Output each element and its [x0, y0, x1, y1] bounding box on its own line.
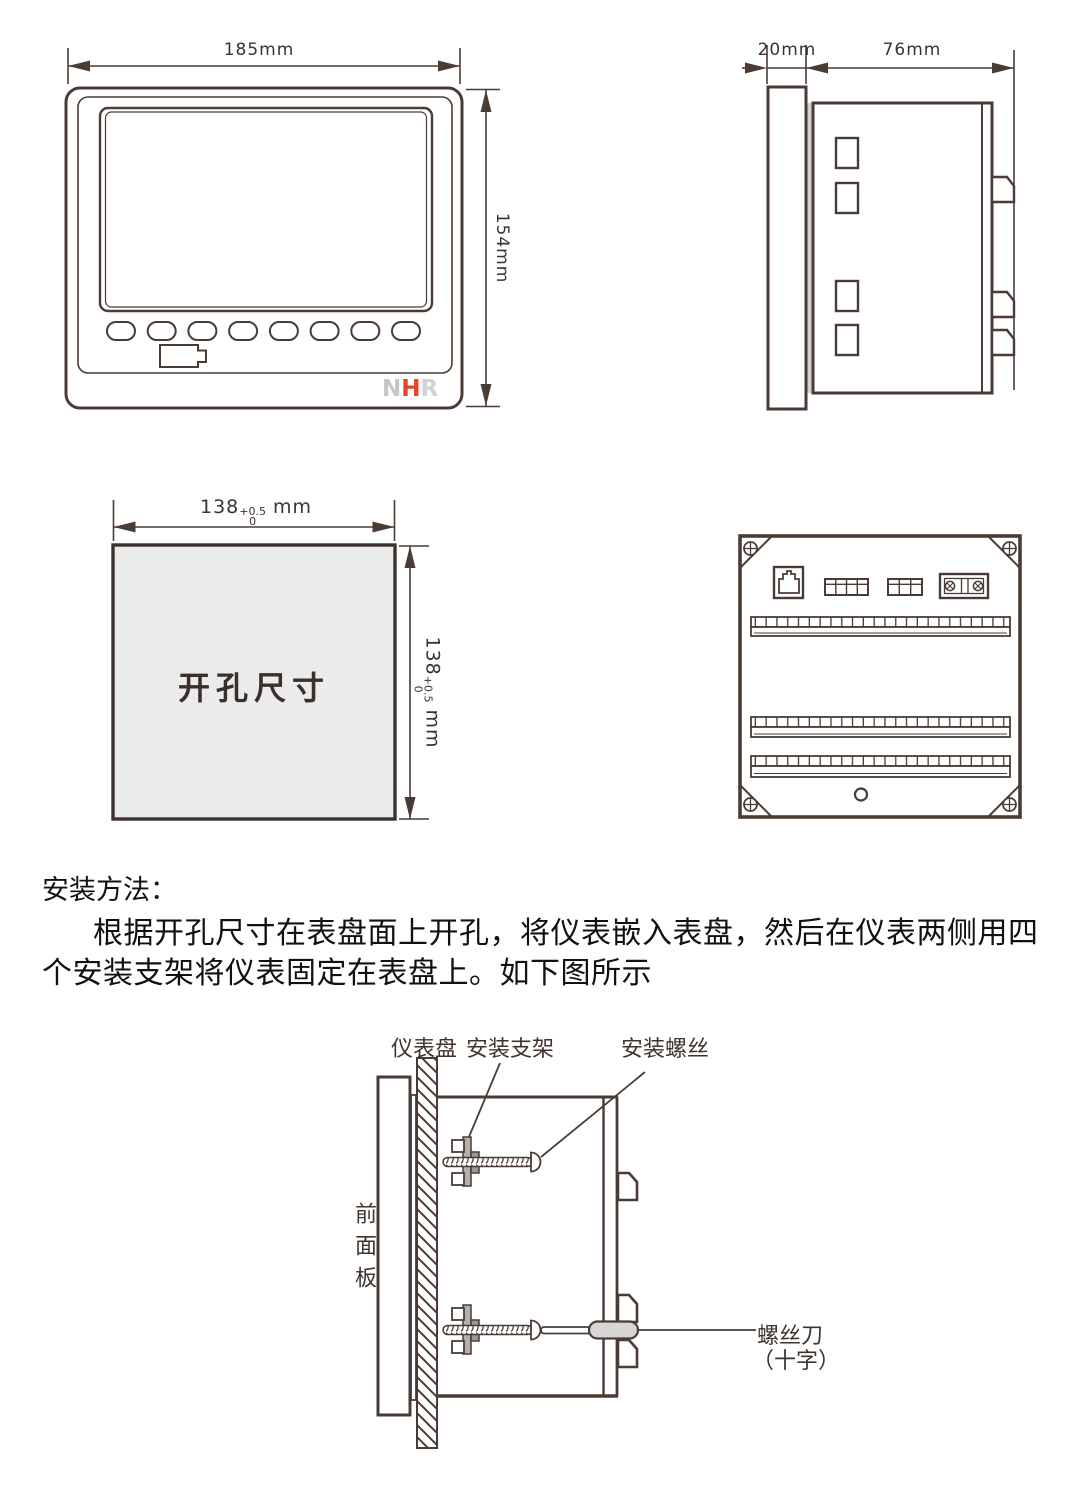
instructions-heading: 安装方法：: [42, 875, 177, 905]
label-instrument-panel: 仪表盘: [391, 1036, 458, 1061]
corner-screws: [743, 541, 1017, 812]
cutout-drawing: [111, 500, 429, 821]
side-body-dim-label: 76mm: [882, 40, 942, 60]
front-height-dim-label: 154mm: [492, 212, 512, 284]
cutout-square: [111, 543, 397, 821]
nhr-logo: NHR: [382, 376, 438, 402]
usb-port: [159, 344, 207, 368]
terminal-block-small: [824, 578, 923, 596]
side-latches: [990, 175, 1016, 357]
label-mounting-screw: 安装螺丝: [621, 1036, 710, 1061]
mounting-panel: [416, 1057, 438, 1449]
cutout-title: 开孔尺寸: [177, 670, 330, 706]
screen: [98, 106, 434, 313]
label-screwdriver: 螺丝刀: [757, 1323, 824, 1348]
terminal-strips: [750, 616, 1011, 778]
label-mounting-bracket: 安装支架: [466, 1036, 555, 1061]
instructions-line-1: 根据开孔尺寸在表盘面上开孔，将仪表嵌入表盘，然后在仪表两侧用四: [93, 917, 1039, 950]
body-latches: [616, 1171, 639, 1369]
power-terminal: [938, 572, 990, 600]
mounting-bracket-bottom: [442, 1304, 542, 1355]
side-view-drawing: [742, 45, 1016, 411]
mounting-bracket-top: [442, 1136, 542, 1187]
logo-letter-r: R: [420, 376, 439, 402]
front-keys: [106, 321, 421, 341]
instructions-line-2: 个安装支架将仪表固定在表盘上。如下图所示: [42, 957, 652, 990]
front-view-drawing: [64, 48, 500, 410]
label-front-panel: 前面板: [352, 1202, 377, 1298]
back-view-drawing: [738, 534, 1022, 819]
logo-letter-n: N: [382, 376, 402, 402]
logo-letter-h: H: [401, 376, 421, 402]
ethernet-port: [772, 565, 805, 600]
install-diagram-drawing: [376, 1057, 756, 1449]
back-hole: [853, 787, 869, 802]
label-screwdriver-type: （十字）: [752, 1348, 841, 1373]
side-bezel-dim-label: 20mm: [757, 40, 817, 60]
front-width-dim-label: 185mm: [223, 40, 295, 60]
screwdriver: [540, 1320, 640, 1340]
